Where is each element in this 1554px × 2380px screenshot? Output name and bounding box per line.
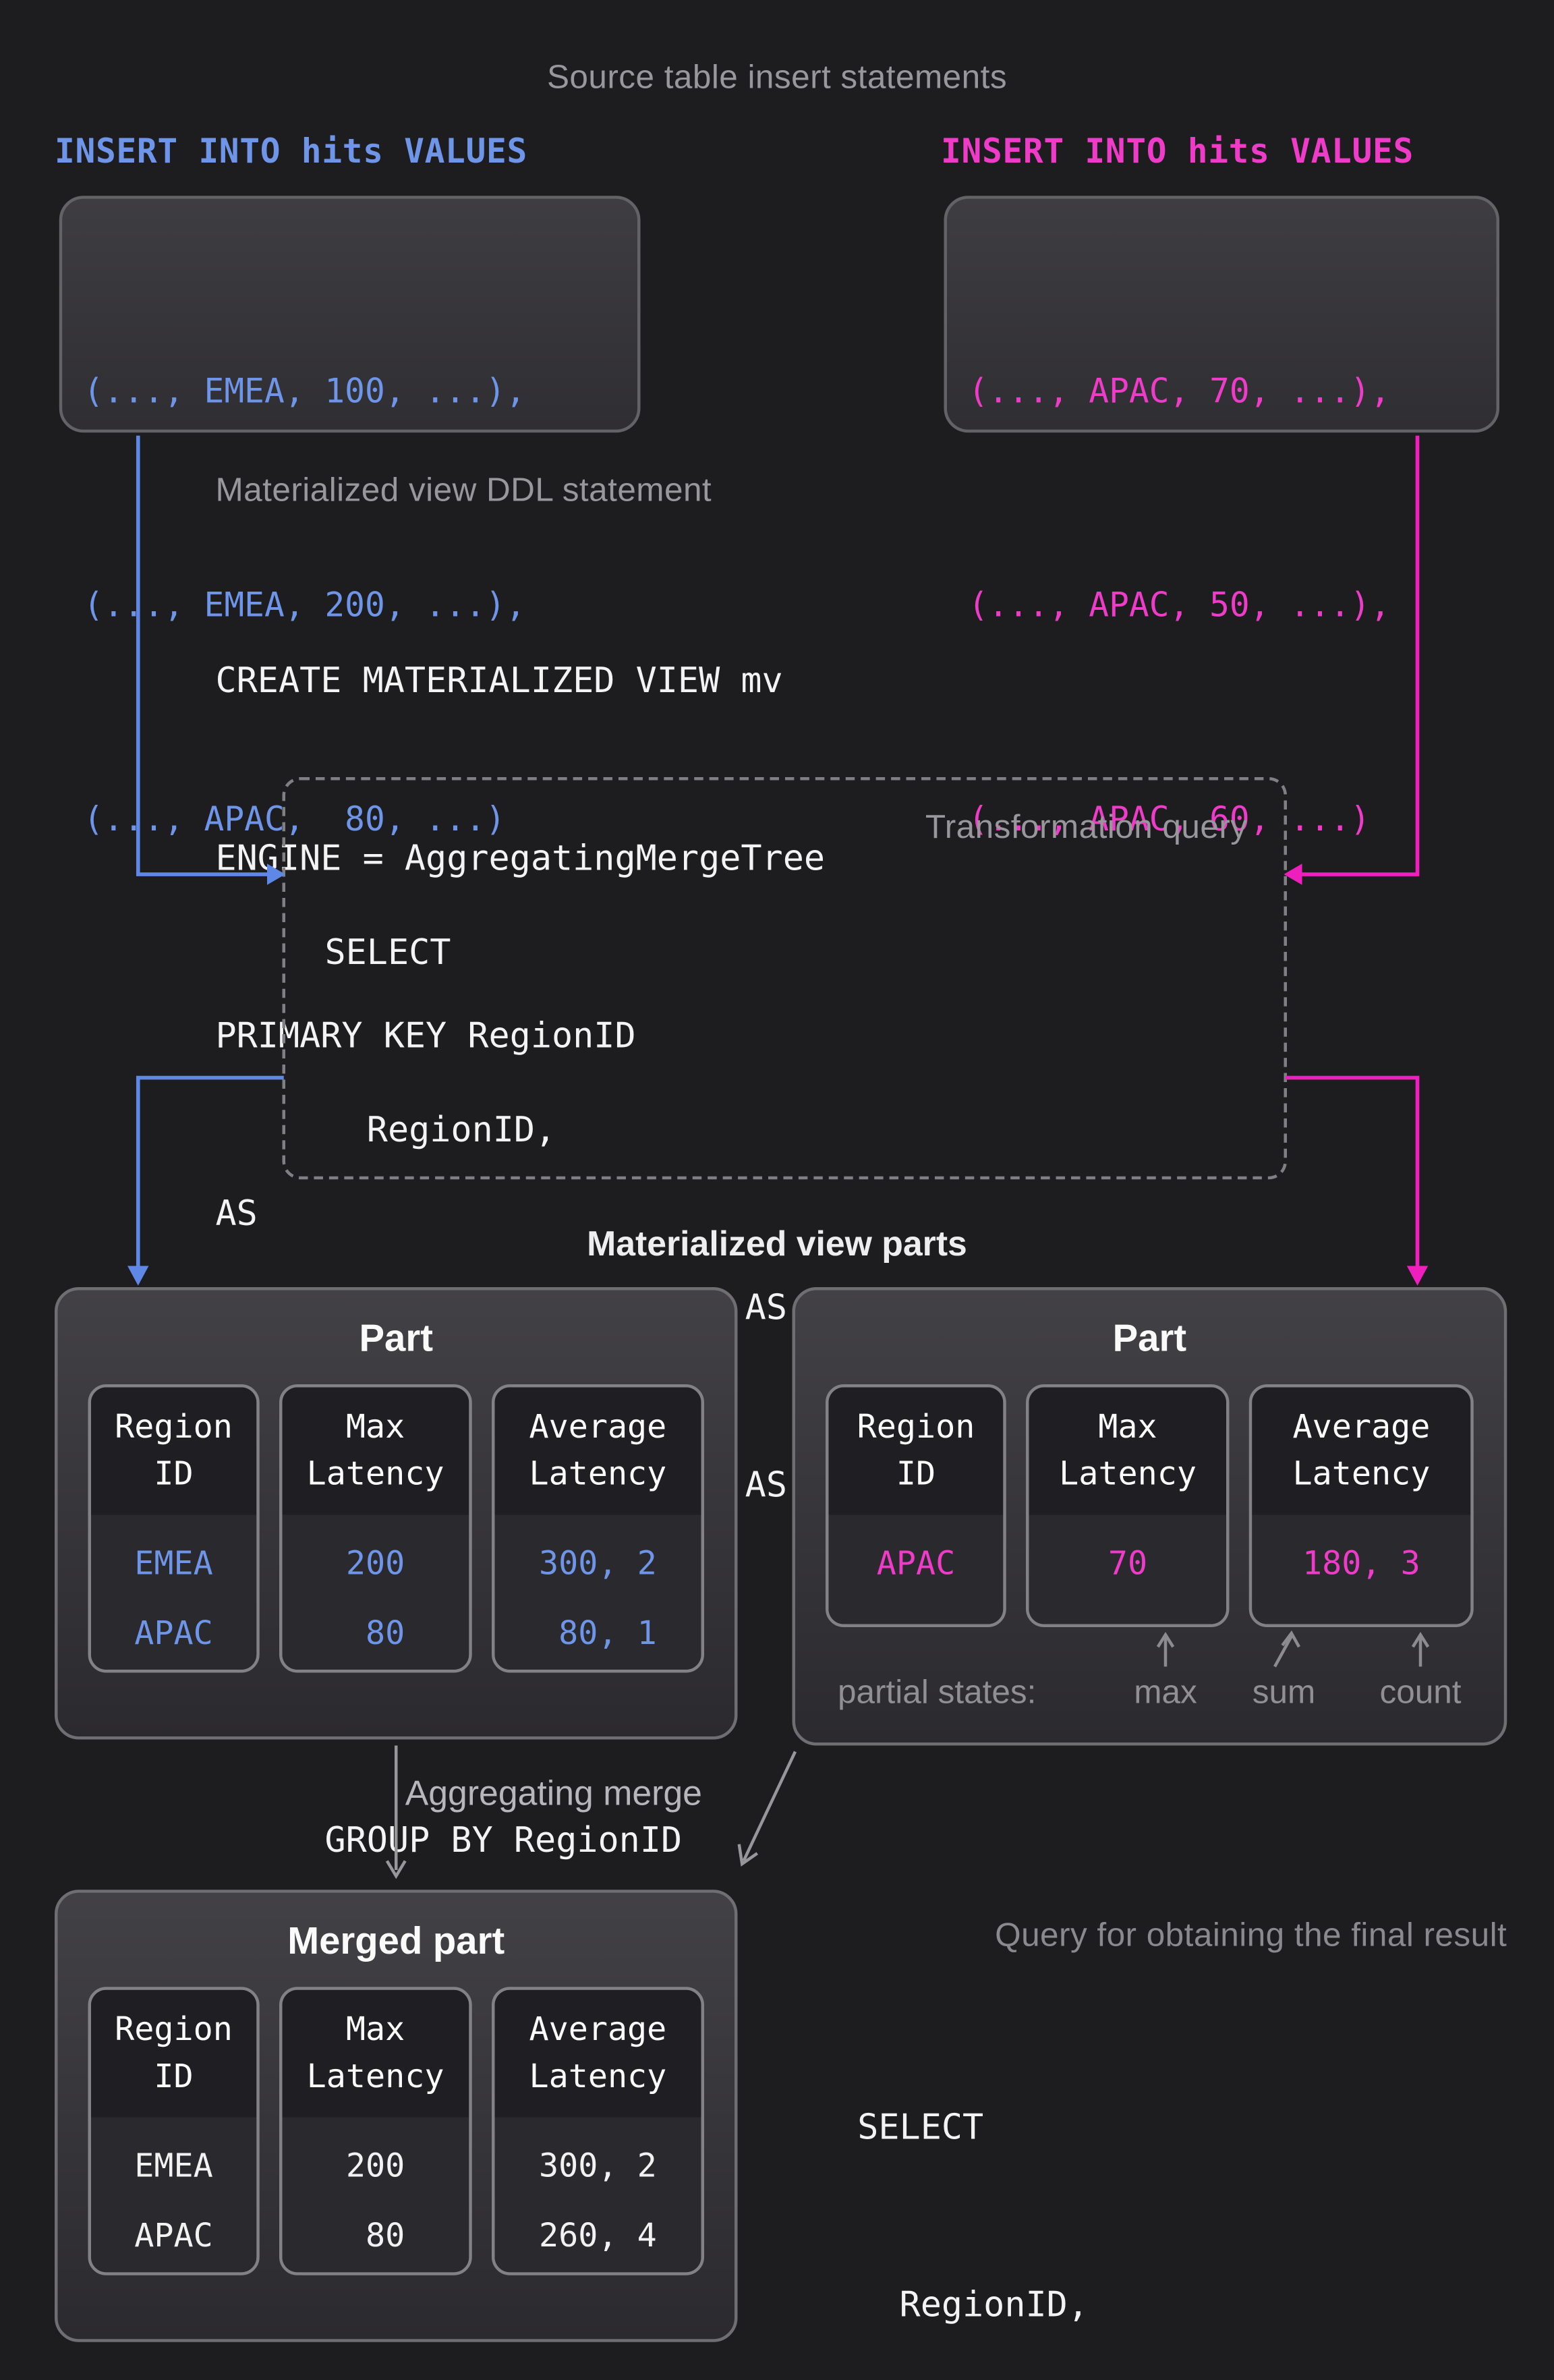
column-header: Region ID: [91, 1387, 256, 1515]
transformation-title: Transformation query: [925, 808, 1248, 846]
final-query-title: Query for obtaining the final result: [995, 1915, 1507, 1954]
column-header: Max Latency: [1029, 1387, 1227, 1515]
code-line: ENGINE = AggregatingMergeTree: [215, 839, 826, 879]
column-values: 300, 2 80, 1: [494, 1514, 701, 1670]
column-header: Max Latency: [282, 1387, 469, 1515]
parts-section-title: Materialized view parts: [587, 1223, 967, 1264]
column-values: 70: [1029, 1514, 1227, 1624]
partial-state-max: max: [1134, 1672, 1197, 1711]
column-header: Average Latency: [494, 1989, 701, 2118]
column-values: APAC: [828, 1514, 1004, 1624]
part-title: Part: [1112, 1318, 1187, 1360]
column-max-latency: Max Latency 200 80: [279, 1384, 472, 1673]
insert-right-label: INSERT INTO hits VALUES: [941, 134, 1414, 172]
part-title: Merged part: [287, 1920, 505, 1963]
code-line: CREATE MATERIALIZED VIEW mv: [215, 662, 783, 702]
insert-left-label: INSERT INTO hits VALUES: [55, 134, 527, 172]
code-line: GROUP BY RegionID: [324, 1821, 683, 1861]
ddl-code: CREATE MATERIALIZED VIEW mv ENGINE = Agg…: [216, 534, 826, 1363]
final-query-code: SELECT RegionID, maxMerge(MaxLatency), a…: [857, 1981, 1341, 2380]
insert-right-row: (..., APAC, 70, ...),: [968, 373, 1391, 412]
code-line: SELECT: [857, 2108, 984, 2148]
insert-left-row: (..., EMEA, 100, ...),: [83, 373, 526, 412]
column-header: Average Latency: [1252, 1387, 1471, 1515]
insert-left-box: (..., EMEA, 100, ...), (..., EMEA, 200, …: [59, 196, 641, 839]
column-header: Max Latency: [282, 1989, 469, 2118]
code-line: SELECT: [324, 933, 451, 973]
column-max-latency: Max Latency 200 80: [279, 1987, 472, 2275]
column-average-latency: Average Latency 180, 3: [1249, 1384, 1474, 1627]
column-header: Region ID: [828, 1387, 1004, 1515]
aggregating-merge-label: Aggregating merge: [405, 1773, 702, 1813]
column-average-latency: Average Latency 300, 2 80, 1: [491, 1384, 704, 1673]
insert-right-box: (..., APAC, 70, ...), (..., APAC, 50, ..…: [944, 196, 1499, 839]
code-line: PRIMARY KEY RegionID: [215, 1017, 636, 1057]
column-values: 180, 3: [1252, 1514, 1471, 1624]
source-inserts-title: Source table insert statements: [546, 57, 1008, 96]
column-values: 200 80: [282, 2117, 469, 2273]
insert-right-row: (..., APAC, 50, ...),: [968, 587, 1391, 625]
transformation-box: Transformation query SELECT RegionID, ma…: [282, 777, 1287, 1861]
part-box-right: Part Region ID APAC Max Latency 70 Avera…: [792, 1287, 1507, 1746]
column-region-id: Region ID APAC: [826, 1384, 1006, 1627]
column-values: 200 80: [282, 1514, 469, 1670]
ddl-title: Materialized view DDL statement: [215, 470, 712, 509]
partial-state-sum: sum: [1252, 1672, 1316, 1711]
code-line: RegionID,: [324, 1111, 556, 1151]
code-line: RegionID,: [857, 2286, 1089, 2326]
part-title: Part: [359, 1318, 433, 1360]
column-header: Average Latency: [494, 1387, 701, 1515]
column-header: Region ID: [91, 1989, 256, 2118]
column-max-latency: Max Latency 70: [1026, 1384, 1230, 1627]
partial-states-label: partial states:: [838, 1672, 1037, 1711]
partial-state-count: count: [1379, 1672, 1462, 1711]
